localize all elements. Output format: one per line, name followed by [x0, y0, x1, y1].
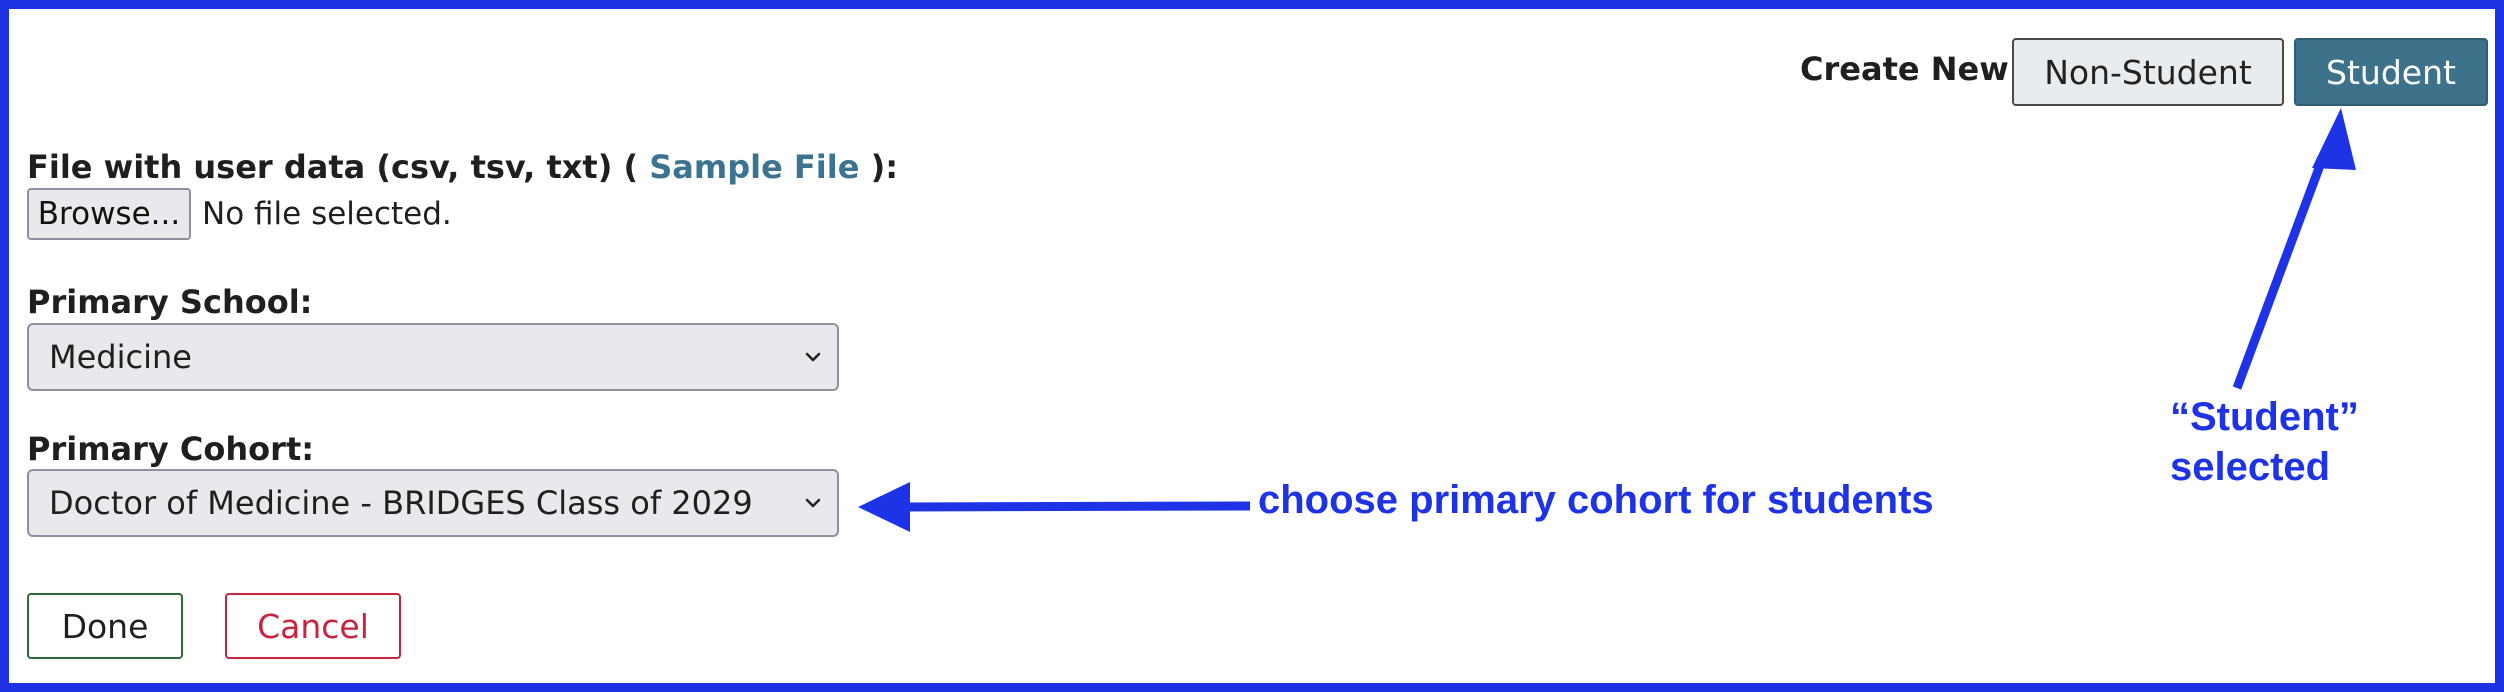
student-annotation-text: “Student” selected [2170, 392, 2359, 492]
file-status: No file selected. [202, 196, 452, 232]
primary-cohort-label: Primary Cohort: [27, 430, 315, 468]
file-field-label-suffix: ): [870, 148, 898, 186]
primary-cohort-select[interactable]: Doctor of Medicine - BRIDGES Class of 20… [27, 469, 839, 537]
primary-school-select[interactable]: Medicine [27, 323, 839, 391]
cohort-arrow-shaft [899, 501, 1251, 512]
primary-cohort-value: Doctor of Medicine - BRIDGES Class of 20… [49, 484, 753, 522]
arrow-icon [2312, 108, 2356, 170]
chevron-down-icon [805, 498, 821, 508]
primary-school-value: Medicine [49, 338, 192, 376]
sample-file-link[interactable]: Sample File [649, 148, 860, 186]
primary-school-label: Primary School: [27, 283, 313, 321]
cohort-annotation-text: choose primary cohort for students [1258, 478, 1934, 522]
browse-button[interactable]: Browse... [27, 188, 191, 240]
chevron-down-icon [805, 352, 821, 362]
student-arrow-shaft [2232, 158, 2327, 390]
student-button[interactable]: Student [2294, 38, 2488, 106]
done-button[interactable]: Done [27, 593, 183, 659]
student-annotation-line2: selected [2170, 445, 2331, 489]
non-student-button[interactable]: Non-Student [2012, 38, 2284, 106]
student-annotation-line1: “Student” [2170, 395, 2359, 439]
cancel-button[interactable]: Cancel [225, 593, 401, 659]
file-field-label-prefix: File with user data (csv, tsv, txt) ( [27, 148, 639, 186]
arrow-icon [858, 482, 910, 532]
file-field-label: File with user data (csv, tsv, txt) ( Sa… [27, 148, 898, 186]
create-new-label: Create New: [1800, 50, 2022, 88]
